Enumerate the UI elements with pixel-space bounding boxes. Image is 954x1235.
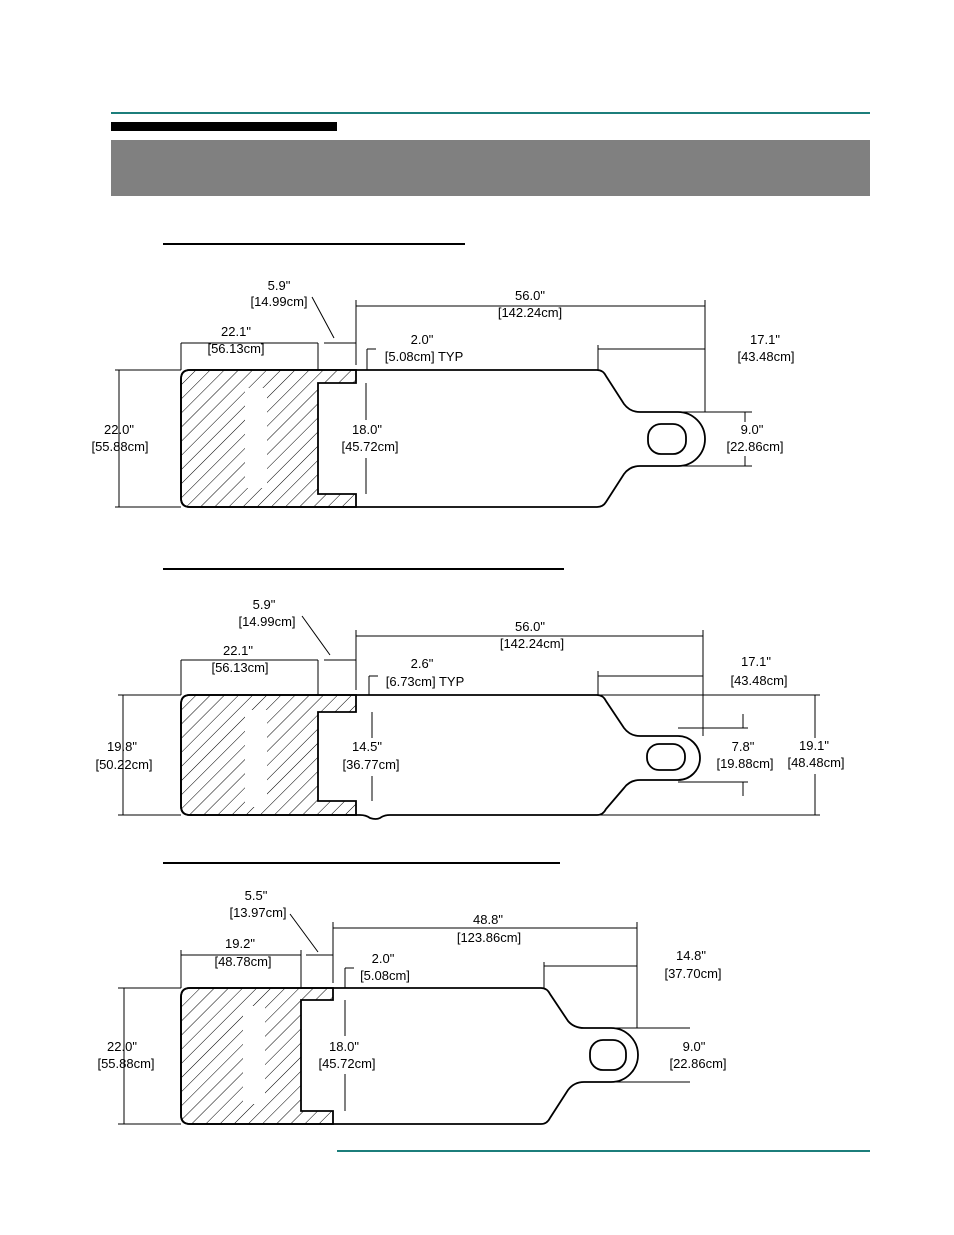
section-rule-2 bbox=[163, 568, 564, 570]
handle-slot bbox=[243, 1006, 265, 1104]
lip-cm: [6.73cm] TYP bbox=[386, 674, 465, 689]
tab-hole bbox=[646, 743, 686, 771]
lip-in: 2.0" bbox=[411, 332, 434, 347]
inner-height-in: 18.0" bbox=[352, 422, 382, 437]
handle-slot bbox=[245, 388, 267, 488]
right-height-in: 19.1" bbox=[799, 738, 829, 753]
height-cm: [50.22cm] bbox=[95, 757, 152, 772]
header-black-bar bbox=[111, 122, 337, 131]
hatch-length-cm: [56.13cm] bbox=[207, 341, 264, 356]
tail-length-in: 14.8" bbox=[676, 948, 706, 963]
height-cm: [55.88cm] bbox=[91, 439, 148, 454]
tab-height-in: 9.0" bbox=[741, 422, 764, 437]
right-height-cm: [48.48cm] bbox=[787, 755, 844, 770]
hatch-length-in: 22.1" bbox=[221, 324, 251, 339]
tail-length-in: 17.1" bbox=[741, 654, 771, 669]
drawing-3: 5.5" [13.97cm] 48.8" [123.86cm] 19.2" [4… bbox=[97, 888, 727, 1125]
total-length-cm: [123.86cm] bbox=[457, 930, 521, 945]
drawing-1: 5.9" [14.99cm] 56.0" [142.24cm] 22.1" [5… bbox=[91, 278, 795, 508]
cut-width-cm: [14.99cm] bbox=[238, 614, 295, 629]
inner-height-in: 14.5" bbox=[352, 739, 382, 754]
hatched-section bbox=[180, 369, 357, 508]
hatch-length-in: 22.1" bbox=[223, 643, 253, 658]
cut-width-in: 5.9" bbox=[268, 278, 291, 293]
tail-length-cm: [43.48cm] bbox=[737, 349, 794, 364]
cut-width-in: 5.5" bbox=[245, 888, 268, 903]
footer-teal-rule bbox=[337, 1150, 870, 1152]
lip-cm: [5.08cm] TYP bbox=[385, 349, 464, 364]
tab-height-cm: [19.88cm] bbox=[716, 756, 773, 771]
total-length-cm: [142.24cm] bbox=[498, 305, 562, 320]
tab-height-cm: [22.86cm] bbox=[669, 1056, 726, 1071]
tail-length-in: 17.1" bbox=[750, 332, 780, 347]
lip-cm: [5.08cm] bbox=[360, 968, 410, 983]
tab-height-in: 9.0" bbox=[683, 1039, 706, 1054]
total-length-in: 48.8" bbox=[473, 912, 503, 927]
hatch-length-cm: [48.78cm] bbox=[214, 954, 271, 969]
total-length-cm: [142.24cm] bbox=[500, 636, 564, 651]
hatched-section bbox=[180, 694, 357, 816]
lip-in: 2.6" bbox=[411, 656, 434, 671]
height-in: 19.8" bbox=[107, 739, 137, 754]
tail-length-cm: [37.70cm] bbox=[664, 966, 721, 981]
tab-hole bbox=[647, 423, 687, 455]
tab-hole bbox=[589, 1039, 627, 1071]
total-length-in: 56.0" bbox=[515, 619, 545, 634]
section-rule-1 bbox=[163, 243, 465, 245]
height-in: 22.0" bbox=[104, 422, 134, 437]
section-rule-3 bbox=[163, 862, 560, 864]
height-cm: [55.88cm] bbox=[97, 1056, 154, 1071]
hatch-length-cm: [56.13cm] bbox=[211, 660, 268, 675]
inner-height-cm: [45.72cm] bbox=[341, 439, 398, 454]
tab-height-cm: [22.86cm] bbox=[726, 439, 783, 454]
tab-height-in: 7.8" bbox=[732, 739, 755, 754]
inner-height-cm: [45.72cm] bbox=[318, 1056, 375, 1071]
inner-height-cm: [36.77cm] bbox=[342, 757, 399, 772]
header-teal-rule bbox=[111, 112, 870, 114]
inner-height-in: 18.0" bbox=[329, 1039, 359, 1054]
drawing-2: 5.9" [14.99cm] 56.0" [142.24cm] 22.1" [5… bbox=[95, 597, 845, 820]
total-length-in: 56.0" bbox=[515, 288, 545, 303]
lip-in: 2.0" bbox=[372, 951, 395, 966]
height-in: 22.0" bbox=[107, 1039, 137, 1054]
cut-width-cm: [13.97cm] bbox=[229, 905, 286, 920]
cut-width-in: 5.9" bbox=[253, 597, 276, 612]
title-band bbox=[111, 140, 870, 196]
tail-length-cm: [43.48cm] bbox=[730, 673, 787, 688]
hatch-length-in: 19.2" bbox=[225, 936, 255, 951]
cut-width-cm: [14.99cm] bbox=[250, 294, 307, 309]
handle-slot bbox=[245, 710, 267, 807]
